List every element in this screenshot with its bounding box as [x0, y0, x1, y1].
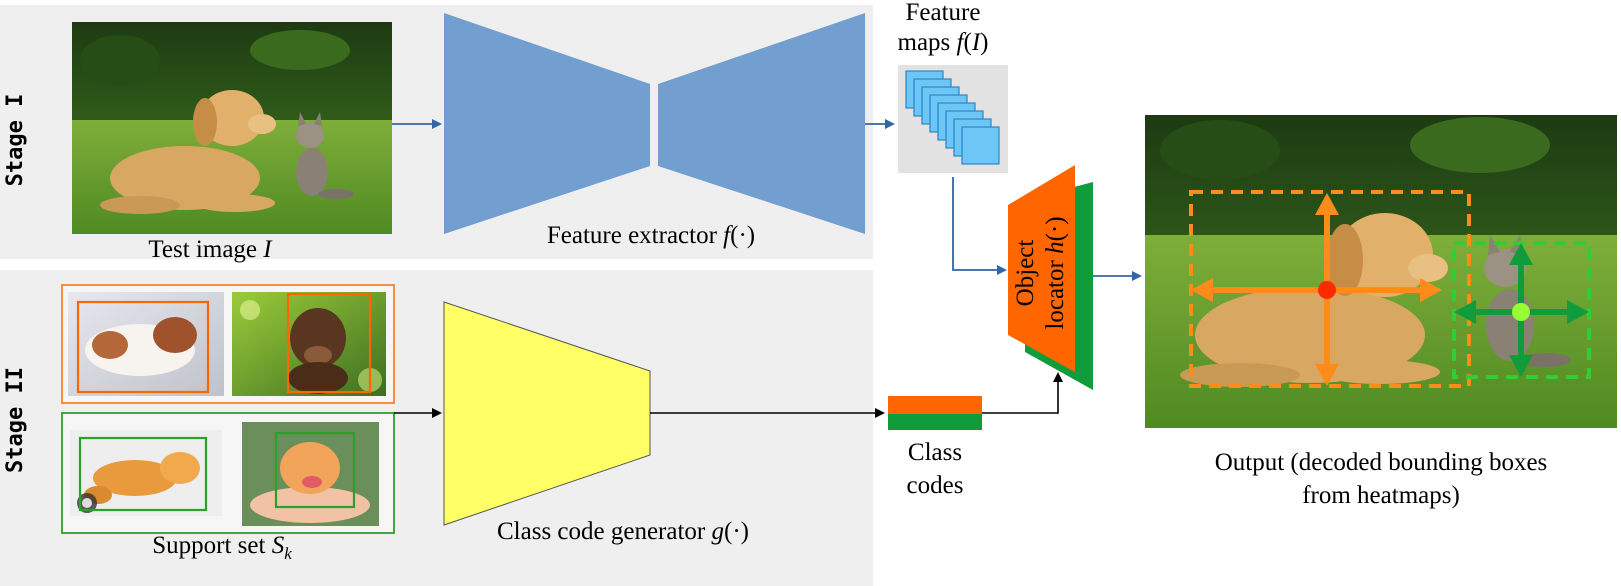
output-label-line1: Output (decoded bounding boxes	[1215, 449, 1548, 476]
detection-dog	[1189, 190, 1471, 388]
feature-maps-label-line2: maps f(I)	[898, 29, 989, 56]
class-code-generator	[443, 301, 651, 526]
support-image-orange-kitten	[70, 430, 222, 516]
arrow-codes-to-locator	[982, 372, 1063, 414]
stage1-label: Stage I	[3, 94, 28, 187]
output-image	[1145, 115, 1617, 428]
class-codes-label-line1: Class	[908, 439, 962, 466]
class-code-orange	[888, 396, 982, 414]
dog-width-arrow	[1191, 278, 1442, 302]
class-codes-label-line2: codes	[907, 472, 964, 499]
feature-map-stack	[905, 70, 1000, 165]
class-code-generator-label: Class code generator g(·)	[497, 518, 749, 545]
support-image-brown-puppy	[232, 292, 386, 396]
object-locator-front-plate	[1008, 165, 1075, 372]
support-set-label: Support set Sk	[152, 532, 292, 563]
cat-center-point	[1512, 303, 1530, 321]
class-code-green	[888, 414, 982, 430]
feature-map-layer	[961, 126, 1000, 165]
dog-bounding-box	[1189, 190, 1471, 388]
feature-extractor-encoder	[444, 13, 650, 234]
stage2-label: Stage II	[3, 367, 28, 473]
output-label-line2: from heatmaps)	[1302, 482, 1460, 509]
support-image-sleeping-puppy	[68, 292, 224, 396]
object-locator-label-line1: Object	[1012, 240, 1039, 307]
feature-extractor-decoder	[658, 13, 865, 234]
arrow-maps-to-locator	[952, 177, 1007, 275]
dog-center-point	[1318, 281, 1336, 299]
support-image-kitten-in-hand	[242, 422, 379, 526]
feature-maps-label-line1: Feature	[906, 0, 981, 26]
feature-extractor-label: Feature extractor f(·)	[547, 222, 755, 249]
detection-cat	[1452, 241, 1591, 379]
cat-bounding-box	[1452, 241, 1591, 379]
object-locator-label-line2: locator h(·)	[1042, 216, 1069, 329]
test-image-label: Test image I	[148, 236, 273, 263]
test-image	[72, 22, 392, 234]
